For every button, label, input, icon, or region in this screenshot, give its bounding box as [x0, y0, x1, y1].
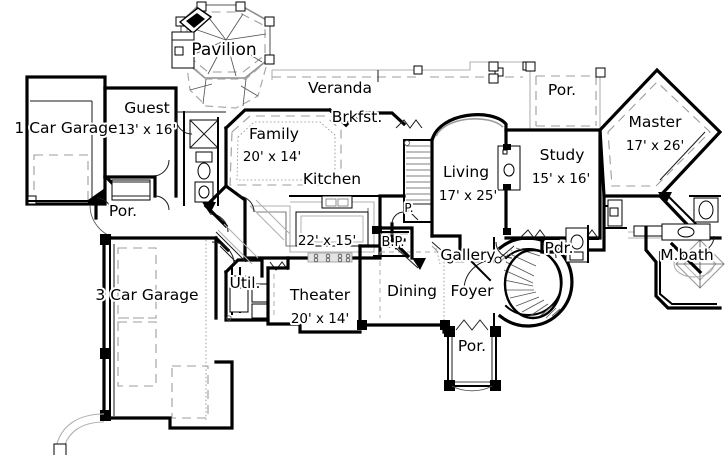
room-label-foyer: Foyer — [449, 280, 497, 302]
room-label-garage_3car: 3 Car Garage — [93, 284, 200, 306]
guest-suite — [103, 86, 226, 206]
entry-porch — [444, 319, 501, 392]
driveway-path — [53, 413, 105, 455]
room-label-study: Study 15' x 16' — [530, 144, 592, 189]
corner-tub-icon — [669, 239, 725, 289]
room-label-theater: Theater 20' x 14' — [287, 284, 353, 329]
room-label-kitchen: Kitchen 22' x 15' — [296, 168, 363, 251]
room-name-halo: Por. — [548, 81, 576, 99]
room-label-garage_1car: 1 Car Garage — [12, 117, 119, 139]
living-room — [430, 113, 521, 254]
room-dimensions: 20' x 14' — [243, 149, 301, 165]
room-label-pantry: P. — [402, 199, 415, 217]
room-dimensions: 20' x 14' — [291, 311, 349, 327]
master-bath — [644, 195, 725, 310]
room-name-halo: Pdr. — [544, 239, 573, 257]
guest-bath-fixtures — [176, 111, 226, 206]
room-dimensions: 22' x 15' — [298, 233, 356, 249]
room-name-halo: Dining — [387, 282, 437, 300]
room-dimensions: 17' x 25' — [439, 188, 497, 204]
fireplace-icon — [178, 7, 213, 34]
room-label-master: Master 17' x 26' — [624, 111, 686, 156]
room-name-halo: Kitchen — [303, 170, 361, 188]
powder-room — [540, 225, 589, 263]
room-name-halo: Foyer — [451, 282, 495, 300]
theater — [266, 256, 362, 334]
room-dimensions: 15' x 16' — [532, 171, 590, 187]
room-label-porch_side: Por. — [107, 200, 139, 222]
room-name-halo: Pavilion — [191, 40, 256, 60]
room-name-halo: 1 Car Garage — [14, 119, 117, 137]
room-dimensions: 13' x 16' — [118, 122, 176, 138]
door-swings — [202, 183, 259, 265]
room-name-halo: Por. — [109, 202, 137, 220]
room-name-halo: Brkfst. — [332, 108, 383, 126]
breakfast-nook — [327, 70, 423, 129]
room-name-halo: Master — [629, 113, 683, 131]
room-name-halo: 3 Car Garage — [95, 286, 198, 304]
room-name-halo: Living — [443, 163, 489, 181]
room-label-dining: Dining — [385, 280, 439, 302]
room-name-halo: B.P. — [382, 235, 405, 250]
side-porch — [88, 175, 170, 240]
room-name-halo: Gallery — [440, 246, 495, 264]
utility-room — [223, 258, 289, 322]
room-name-halo: Family — [249, 125, 299, 143]
room-name-halo: Theater — [289, 286, 351, 304]
kitchen — [223, 183, 406, 263]
room-label-veranda: Veranda — [306, 77, 374, 99]
room-label-porch_front: Por. — [546, 79, 578, 101]
room-label-gallery: Gallery — [438, 244, 497, 266]
curved-staircase — [463, 236, 574, 329]
room-label-family: Family 20' x 14' — [241, 123, 303, 167]
three-car-garage — [100, 234, 235, 430]
room-label-master_bath: M.bath — [658, 244, 716, 266]
room-label-butlers: B.P. — [380, 233, 407, 252]
room-label-porch_entry: Por. — [456, 335, 488, 357]
room-label-living: Living 17' x 25' — [437, 161, 499, 206]
room-name-halo: Por. — [458, 337, 486, 355]
pavilion-structure — [171, 1, 275, 109]
room-label-guest: Guest 13' x 16' — [116, 97, 178, 140]
room-name-halo: P. — [404, 201, 413, 215]
room-name-halo: M.bath — [660, 246, 714, 264]
room-name-halo: Util. — [230, 274, 261, 292]
room-name-halo: Guest — [124, 99, 170, 117]
room-name-halo: Study — [540, 146, 585, 164]
butlers-pantry — [372, 226, 414, 260]
room-label-utility: Util. — [228, 272, 263, 294]
room-label-powder: Pdr. — [542, 237, 575, 259]
room-label-brkfst: Brkfst. — [330, 106, 385, 128]
room-dimensions: 17' x 26' — [626, 138, 684, 154]
room-name-halo: Veranda — [308, 79, 372, 97]
room-label-pavilion: Pavilion — [189, 38, 258, 62]
